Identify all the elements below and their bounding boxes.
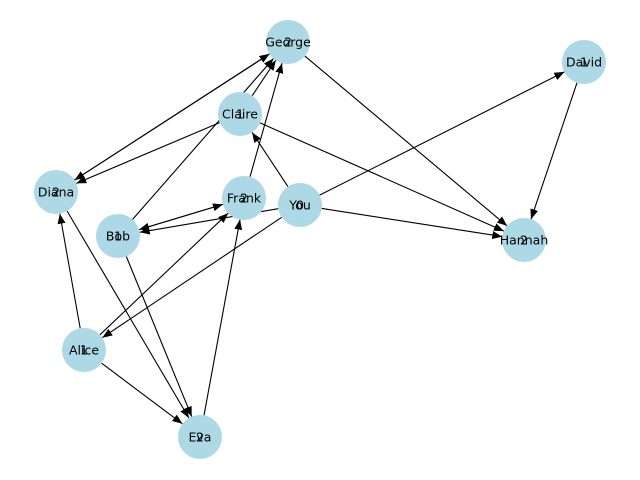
node-distance-label: 2 — [196, 430, 204, 445]
edge-bob-to-george — [132, 58, 274, 220]
node-distance-label: 1 — [80, 343, 88, 358]
edge-alice-to-eva — [101, 362, 183, 425]
node-distance-label: 2 — [284, 35, 292, 50]
edge-you-to-alice — [101, 216, 283, 339]
node-circle — [222, 176, 266, 220]
node-circle — [34, 170, 78, 214]
node-circle — [278, 183, 322, 227]
node-name-label: Diana — [38, 185, 74, 200]
node-distance-label: 2 — [520, 233, 528, 248]
node-circle — [562, 40, 606, 84]
edges-layer — [57, 53, 578, 425]
edge-alice-to-frank — [99, 212, 229, 336]
edge-george-to-diana — [74, 53, 270, 181]
edge-george-to-hannah — [304, 55, 508, 227]
node-distance-label: 1 — [580, 55, 588, 70]
edge-you-to-claire — [251, 132, 289, 187]
node-distance-label: 2 — [52, 185, 60, 200]
node-name-label: George — [265, 35, 311, 50]
edge-claire-to-diana — [76, 122, 220, 184]
node-circle — [502, 218, 546, 262]
node-name-label: Eva — [189, 430, 212, 445]
node-circle — [178, 415, 222, 459]
node-distance-label: 1 — [236, 107, 244, 122]
node-name-label: Bob — [106, 229, 130, 244]
node-name-label: You — [288, 198, 311, 213]
node-distance-label: 2 — [240, 191, 248, 206]
edge-alice-to-diana — [57, 213, 81, 329]
node-name-label: Hannah — [500, 233, 549, 248]
edge-david-to-hannah — [530, 82, 578, 220]
node-name-label: Alice — [69, 343, 99, 358]
edge-frank-to-george — [249, 63, 284, 177]
node-name-label: Frank — [227, 191, 262, 206]
node-circle — [96, 214, 140, 258]
node-circle — [266, 20, 310, 64]
edge-frank-to-bob — [138, 203, 224, 231]
edge-claire-to-hannah — [259, 122, 505, 232]
edge-diana-to-eva — [66, 210, 190, 419]
edge-you-to-david — [319, 71, 565, 196]
node-circle — [62, 328, 106, 372]
node-circle — [218, 92, 262, 136]
edge-you-to-hannah — [321, 207, 503, 240]
node-name-label: Claire — [222, 107, 258, 122]
edge-eva-to-frank — [203, 219, 243, 416]
edge-bob-to-eva — [125, 256, 193, 417]
node-distance-label: 1 — [114, 229, 122, 244]
node-name-label: David — [566, 55, 602, 70]
node-distance-label: 0 — [296, 198, 304, 213]
